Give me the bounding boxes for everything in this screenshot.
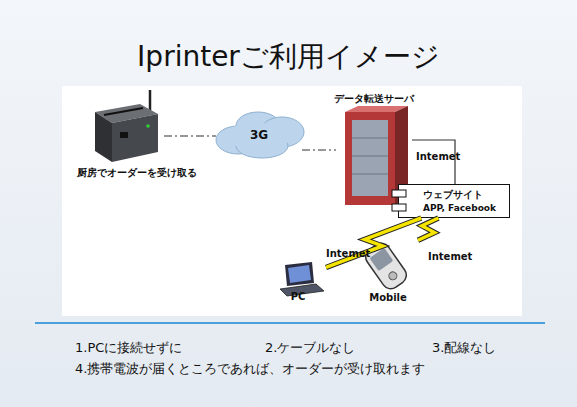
printer-illustration — [95, 90, 158, 162]
diagram-title: Iprinterご利用イメージ — [0, 38, 577, 76]
connector-line — [412, 140, 455, 184]
connector-line — [164, 136, 216, 137]
divider-line — [35, 322, 545, 324]
edge-label: Intemet — [326, 248, 370, 259]
note-text: 4.携帯電波が届くところであれば、オーダーが受け取れます — [75, 360, 425, 378]
white-panel — [62, 86, 522, 316]
node-label: ウェブサイト — [423, 188, 509, 202]
cloud-shape — [216, 112, 304, 158]
note-text: 2.ケーブルなし — [265, 339, 355, 357]
node-sublabel: APP, Facebook — [423, 203, 509, 213]
node-label: PC — [270, 291, 326, 302]
edge-label: Intemet — [416, 151, 460, 162]
pc-node: PC — [270, 258, 326, 306]
lightning-link — [326, 218, 421, 267]
edge-label: Intemet — [428, 251, 472, 262]
mobile-illustration — [362, 240, 410, 293]
printer-node: 厨房でオーダーを受け取る — [80, 92, 164, 184]
cloud-node: 3G — [216, 114, 302, 158]
note-text: 1.PCに接続せずに — [75, 339, 182, 357]
node-label: データ転送サーバ — [330, 92, 418, 106]
lightning-link — [418, 218, 438, 240]
node-label: 3G — [216, 128, 302, 142]
website-box: ウェブサイトAPP, Facebook — [398, 184, 510, 218]
laptop-illustration — [280, 262, 324, 296]
node-label: 厨房でオーダーを受け取る — [72, 166, 202, 180]
node-label: Mobile — [358, 292, 418, 303]
connector-line — [302, 150, 336, 151]
note-text: 3.配線なし — [432, 339, 496, 357]
